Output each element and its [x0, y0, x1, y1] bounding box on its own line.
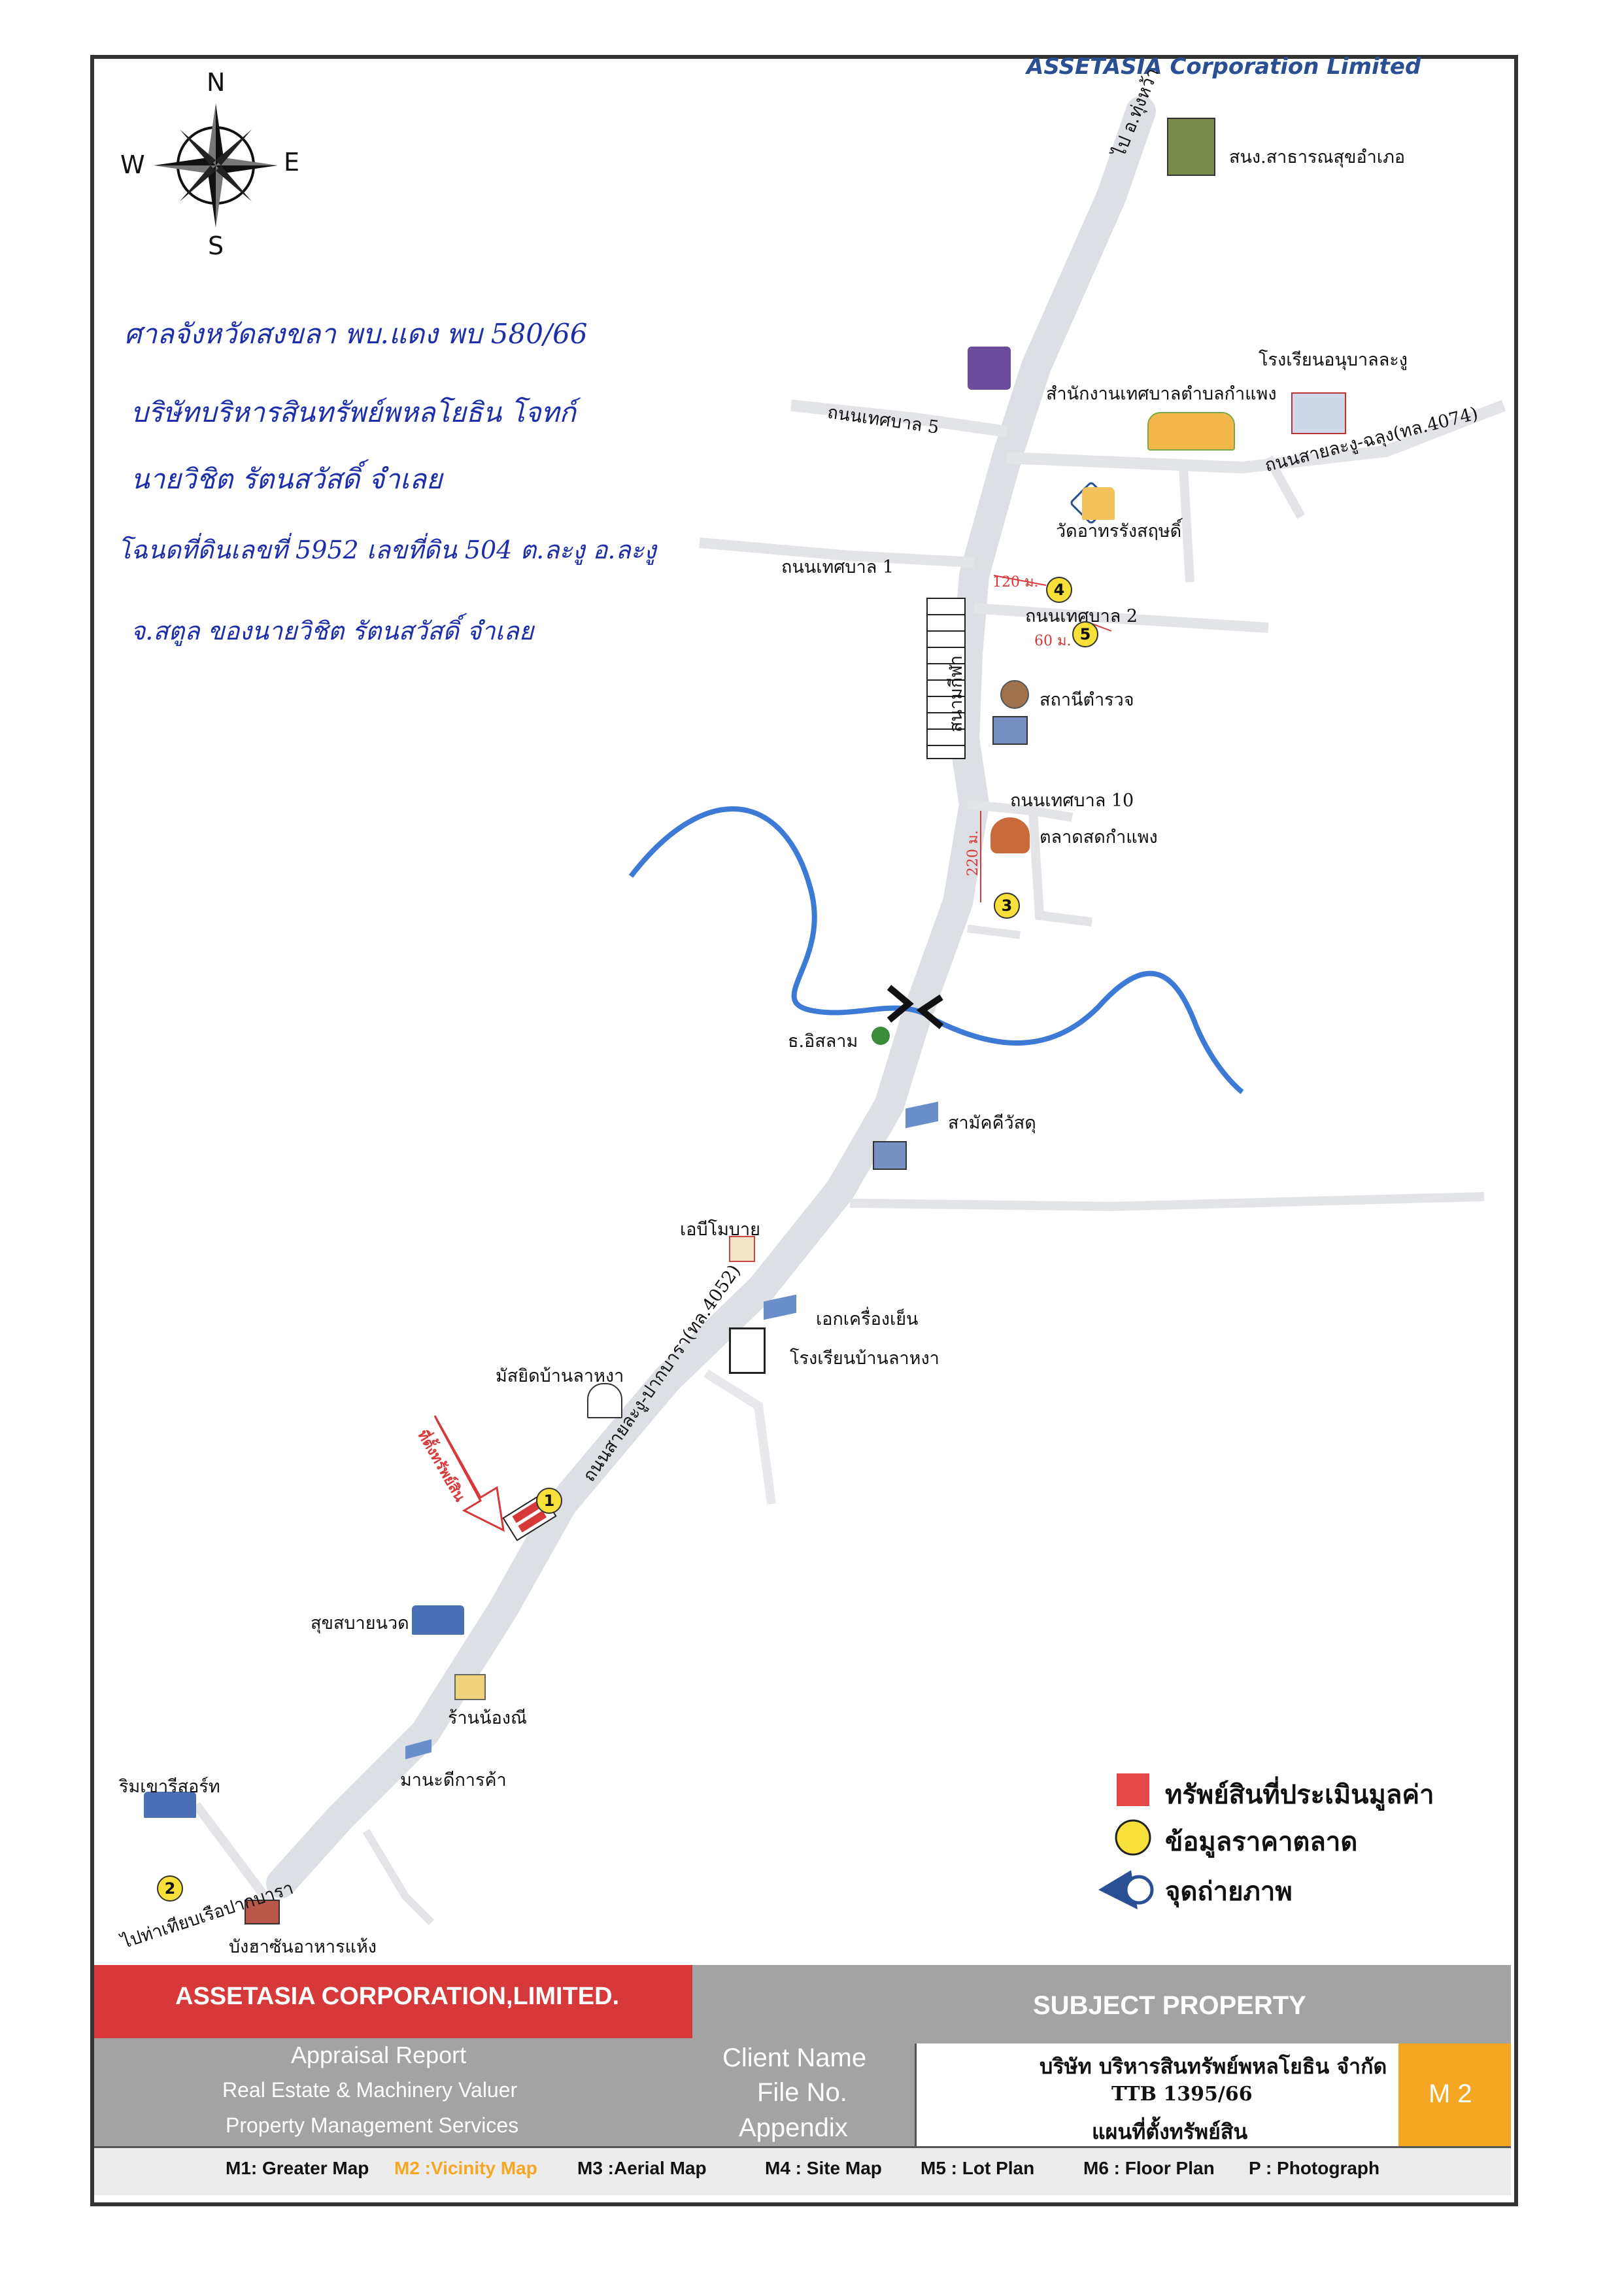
bridge-photo-point-icon [887, 985, 944, 1029]
label-ran-nongnee: ร้านน้องณี [448, 1708, 528, 1728]
school-icon [1291, 392, 1346, 434]
label-mana-trading: มานะดีการค้า [400, 1770, 507, 1790]
subject-property-band [692, 1965, 1511, 2043]
market-basket-icon [990, 817, 1030, 853]
legend-property-swatch [1117, 1773, 1149, 1806]
label-ebimobai: เอบีโมบาย [680, 1220, 761, 1240]
label-ek-cooling: เอกเครื่องเย็น [816, 1309, 919, 1329]
market-data-marker-1[interactable]: 1 [536, 1488, 562, 1514]
page-code: M 2 [1429, 2079, 1472, 2108]
compass-north: N [207, 68, 226, 97]
label-dist-60: 60 ม. [1034, 633, 1072, 649]
map-nav-bar [94, 2146, 1511, 2195]
dist-arrow-120 [993, 575, 1047, 586]
school-lahnga-icon [729, 1327, 766, 1374]
river [628, 806, 1244, 1095]
field-labels-panel [692, 2043, 915, 2146]
label-file-no: File No. [757, 2078, 847, 2107]
gas-station-2-icon [873, 1141, 907, 1170]
compass-icon [154, 103, 278, 228]
market-data-marker-4[interactable]: 4 [1046, 577, 1072, 603]
nav-floor-plan[interactable]: M6 : Floor Plan [1083, 2158, 1215, 2178]
label-samakkhi: สามัคคีวัสดุ [948, 1113, 1036, 1133]
label-temple: วัดอาทรรังสฤษดิ์ [1056, 521, 1182, 541]
label-dist-220: 220 ม. [965, 830, 981, 876]
road-thesaban5 [790, 400, 1008, 437]
compass-east: E [284, 148, 300, 177]
handwritten-note-4: โฉนดที่ดินเลขที่ 5952 เลขที่ดิน 504 ต.ละ… [118, 536, 656, 564]
label-mosque: มัสยิดบ้านลาหงา [496, 1366, 624, 1386]
company-banner [94, 1965, 692, 2038]
stadium [926, 598, 966, 759]
services-panel [94, 2038, 692, 2146]
market-data-marker-2[interactable]: 2 [157, 1875, 183, 1902]
nav-site-map[interactable]: M4 : Site Map [765, 2158, 882, 2178]
mobile-shop-icon [729, 1236, 755, 1262]
main-road [266, 96, 1156, 1898]
market-data-marker-3[interactable]: 3 [994, 893, 1020, 919]
label-kindergarten: โรงเรียนอนุบาลละงู [1259, 350, 1408, 370]
label-market: ตลาดสดกำแพง [1040, 827, 1158, 847]
company-banner-text: ASSETASIA CORPORATION,LIMITED. [175, 1983, 620, 2010]
compass-west: W [120, 150, 145, 179]
nav-greater-map[interactable]: M1: Greater Map [226, 2158, 369, 2178]
legend-photo-label: จุดถ่ายภาพ [1165, 1876, 1293, 1907]
handwritten-note-3: นายวิชิต รัตนสวัสดิ์ จำเลย [131, 463, 443, 495]
bank-icon [968, 347, 1011, 390]
header-company: ASSETASIA Corporation Limited [1026, 54, 1421, 80]
police-icon [1000, 680, 1029, 709]
property-callout-arrow [433, 1415, 505, 1532]
road-langu-chalung [1006, 400, 1506, 474]
hospital-building-icon [1167, 118, 1215, 176]
service-valuer: Real Estate & Machinery Valuer [222, 2078, 518, 2102]
label-road-thesaban1: ถนนเทศบาล 1 [781, 557, 894, 577]
label-road-thesaban10: ถนนเทศบาล 10 [1010, 791, 1134, 811]
label-stadium: สนามกีฬา [946, 655, 966, 732]
service-appraisal: Appraisal Report [291, 2042, 467, 2068]
islam-bank-icon [871, 1027, 890, 1045]
nav-vicinity-map[interactable]: M2 :Vicinity Map [394, 2158, 537, 2178]
massage-house-icon [412, 1605, 464, 1635]
service-management: Property Management Services [226, 2113, 519, 2137]
compass-south: S [208, 231, 224, 260]
temple-icon [1082, 487, 1115, 520]
subject-property-text: SUBJECT PROPERTY [1033, 1991, 1306, 2020]
legend-market-swatch [1115, 1819, 1151, 1856]
label-appendix: Appendix [739, 2113, 848, 2142]
label-rimbay-resort: ริมเขารีสอร์ท [119, 1777, 220, 1797]
municipal-office-icon [1147, 412, 1235, 451]
nav-lot-plan[interactable]: M5 : Lot Plan [921, 2158, 1035, 2178]
label-hospital: สนง.สาธารณสุขอำเภอ [1229, 147, 1406, 167]
resort-icon [144, 1792, 196, 1818]
legend-market-label: ข้อมูลราคาตลาด [1165, 1826, 1358, 1857]
handwritten-note-2: บริษัทบริหารสินทรัพย์พหลโยธิน โจทก์ [131, 396, 576, 428]
label-massage: สุขสบายนวด [311, 1613, 409, 1633]
shop-house-icon [454, 1674, 486, 1700]
mosque-icon [587, 1383, 622, 1418]
client-name-value: บริษัท บริหารสินทรัพย์พหลโยธิน จำกัด [1040, 2054, 1387, 2079]
label-client-name: Client Name [722, 2043, 867, 2072]
page-code-box [1398, 2043, 1511, 2146]
market-data-marker-5[interactable]: 5 [1072, 621, 1098, 647]
label-municipal-office: สำนักงานเทศบาลตำบลกำแพง [1046, 384, 1277, 404]
file-no-value: TTB 1395/66 [1111, 2083, 1253, 2106]
nav-aerial-map[interactable]: M3 :Aerial Map [577, 2158, 707, 2178]
label-islam-bank: ธ.อิสลาม [788, 1031, 858, 1051]
road-thesaban2 [973, 603, 1269, 633]
road-thesaban1 [699, 538, 975, 568]
food-shop-icon [245, 1900, 280, 1924]
field-values-panel [915, 2043, 1400, 2146]
label-dist-120: 120 ม. [992, 574, 1039, 590]
gas-station-icon [992, 716, 1028, 745]
handwritten-note-1: ศาลจังหวัดสงขลา พบ.แดง พบ 580/66 [124, 318, 588, 350]
label-police: สถานีตำรวจ [1040, 690, 1134, 710]
nav-photograph[interactable]: P : Photograph [1249, 2158, 1380, 2178]
label-school-lahnga: โรงเรียนบ้านลาหงา [790, 1348, 939, 1369]
appendix-value: แผนที่ตั้งทรัพย์สิน [1092, 2119, 1248, 2144]
handwritten-note-5: จ.สตูล ของนายวิชิต รัตนสวัสดิ์ จำเลย [131, 617, 534, 645]
legend-photo-swatch [1098, 1870, 1154, 1909]
label-bangsaan-food: บังฮาซันอาหารแห้ง [229, 1937, 377, 1957]
legend-property-label: ทรัพย์สินที่ประเมินมูลค่า [1165, 1779, 1434, 1810]
